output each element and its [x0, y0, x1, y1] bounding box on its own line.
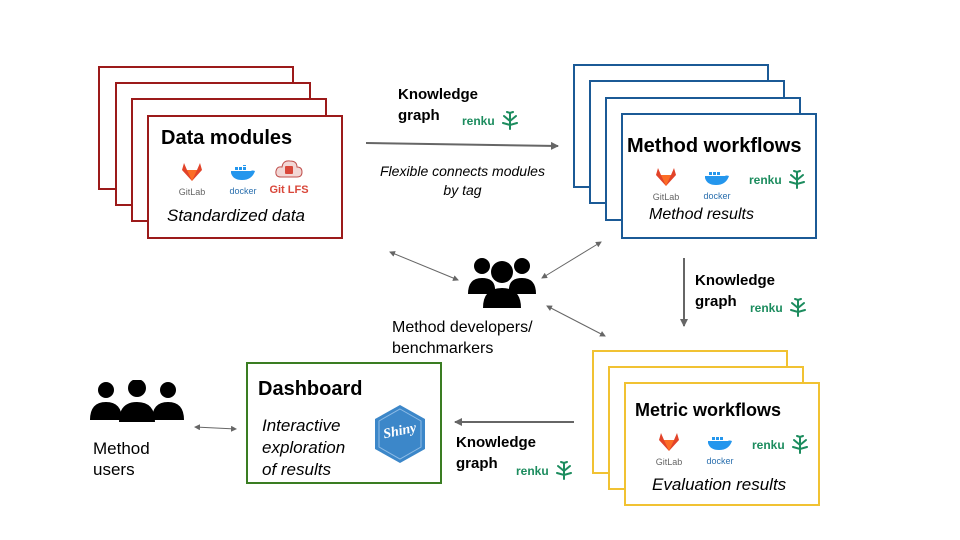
developers-line1: Method developers/: [392, 319, 533, 336]
dashboard-line3: of results: [262, 460, 331, 479]
flex-connect-note: Flexible connects modules by tag: [360, 162, 565, 200]
arrow-developers-data: [389, 251, 459, 281]
gitlab-label: GitLab: [178, 187, 206, 197]
people-icon: [468, 258, 536, 308]
renku-icon: [792, 435, 809, 454]
gitlab-icon: GitLab: [654, 432, 684, 467]
renku-icon: [789, 170, 806, 189]
gitlab-label: GitLab: [655, 457, 683, 467]
kg-top-label: Knowledge graph: [398, 84, 478, 126]
gitlab-icon: GitLab: [177, 162, 207, 197]
renku-label: renku: [750, 301, 783, 315]
kg-right-renku-logo: renku: [750, 297, 809, 319]
renku-label: renku: [752, 438, 785, 452]
gitlab-icon: GitLab: [651, 167, 681, 202]
arrow-users-dashboard: [194, 424, 237, 432]
arrow-developers-method: [541, 241, 602, 279]
renku-icon: [790, 298, 807, 317]
users-label: Method users: [93, 438, 150, 480]
data-modules-subtitle: Standardized data: [167, 206, 305, 225]
kg-top-line1: Knowledge: [398, 86, 479, 103]
metric-workflows-box[interactable]: Metric workflows GitLab docker renku Eva…: [624, 382, 820, 506]
data-modules-title: Data modules: [161, 127, 293, 149]
kg-top-renku-logo: renku: [462, 110, 521, 132]
people-icon: [90, 380, 184, 422]
docker-icon: docker: [227, 163, 259, 196]
shiny-icon: Shiny: [373, 404, 427, 464]
gitlfs-label: Git LFS: [269, 184, 309, 196]
docker-label: docker: [703, 191, 731, 201]
method-workflows-box[interactable]: Method workflows GitLab docker renku Met…: [621, 113, 817, 239]
renku-label: renku: [462, 114, 495, 128]
arrow-data-to-method: [365, 141, 559, 150]
renku-label: renku: [749, 173, 782, 187]
renku-logo: renku: [749, 169, 808, 191]
docker-label: docker: [706, 456, 734, 466]
dashboard-line2: exploration: [262, 438, 346, 457]
dashboard-title: Dashboard: [258, 378, 363, 400]
kg-right-line1: Knowledge: [695, 272, 776, 289]
kg-bottom-renku-logo: renku: [516, 460, 575, 482]
renku-logo: renku: [752, 434, 811, 456]
users-line2: users: [93, 460, 135, 479]
kg-top-line2: graph: [398, 107, 440, 124]
renku-label: renku: [516, 464, 549, 478]
kg-bottom-line1: Knowledge: [456, 434, 537, 451]
renku-icon: [556, 461, 573, 480]
flex-line2: by tag: [443, 182, 482, 198]
docker-label: docker: [229, 186, 257, 196]
data-modules-box[interactable]: Data modules GitLab docker Git LFS Stand…: [147, 115, 343, 239]
users-line1: Method: [93, 439, 150, 458]
method-workflows-subtitle: Method results: [649, 206, 754, 223]
dashboard-box[interactable]: Dashboard Interactive exploration of res…: [246, 362, 442, 484]
dashboard-line1: Interactive: [262, 416, 341, 435]
metric-workflows-title: Metric workflows: [635, 400, 782, 420]
flex-line1: Flexible connects modules: [380, 163, 545, 179]
developers-line2: benchmarkers: [392, 340, 494, 357]
docker-icon: docker: [704, 435, 736, 466]
developers-label: Method developers/ benchmarkers: [392, 317, 533, 359]
docker-icon: docker: [701, 170, 733, 201]
kg-right-line2: graph: [695, 293, 737, 310]
arrow-developers-metric: [546, 305, 606, 337]
kg-bottom-label: Knowledge graph: [456, 432, 536, 474]
renku-icon: [502, 111, 519, 130]
gitlab-label: GitLab: [652, 192, 680, 202]
kg-right-label: Knowledge graph: [695, 270, 775, 312]
method-workflows-title: Method workflows: [627, 135, 802, 157]
kg-bottom-line2: graph: [456, 455, 498, 472]
gitlfs-icon: Git LFS: [267, 157, 311, 196]
metric-workflows-subtitle: Evaluation results: [652, 475, 787, 494]
